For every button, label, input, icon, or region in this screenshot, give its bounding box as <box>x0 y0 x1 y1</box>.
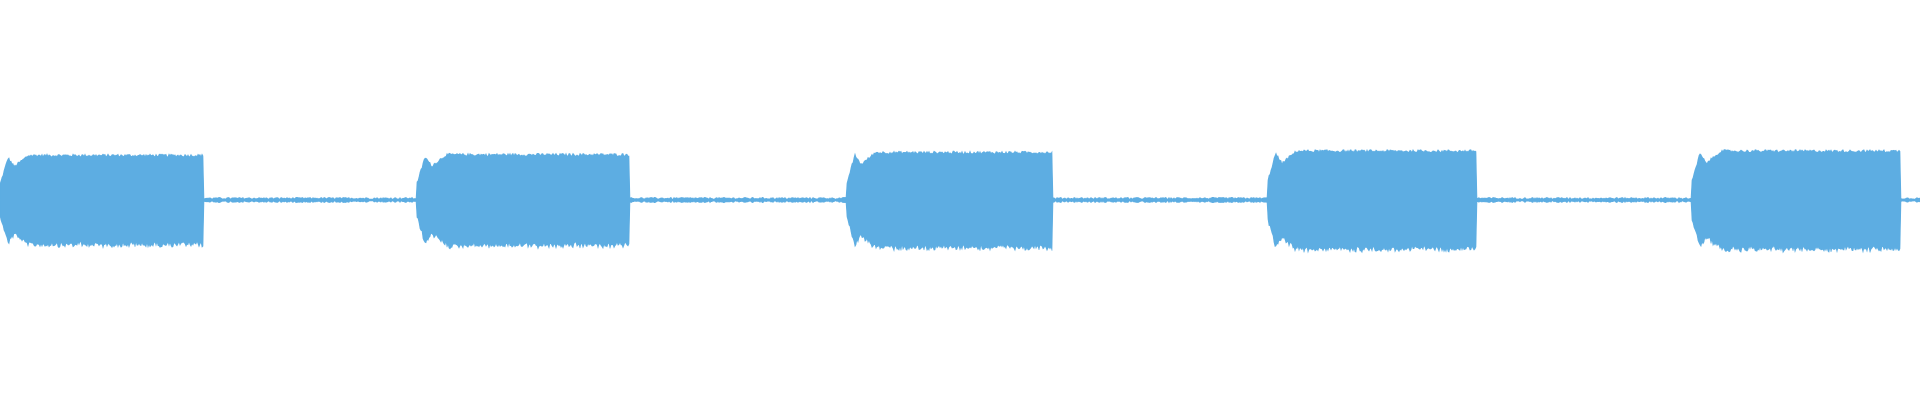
waveform-samples <box>0 148 1920 254</box>
waveform-envelope <box>0 148 1920 254</box>
